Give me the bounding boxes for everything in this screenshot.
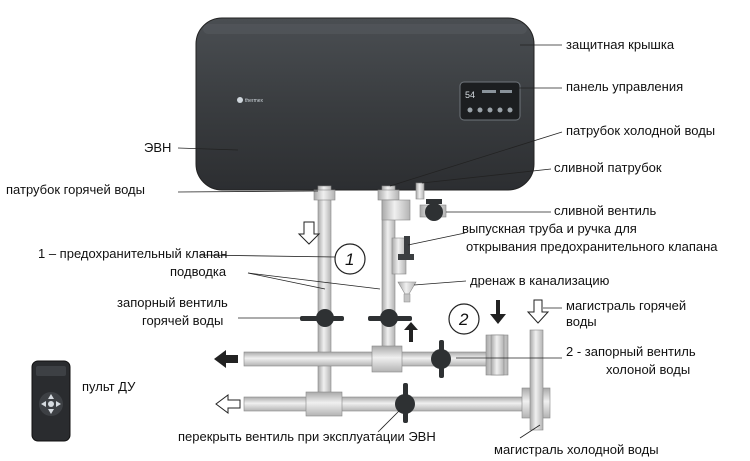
cold-main-horizontal-pipe: [243, 387, 551, 419]
drain-valve: [425, 199, 443, 221]
panel-button-icon: [497, 107, 503, 113]
marker-1-label: 1: [345, 250, 354, 269]
water-heater-tank: [195, 17, 535, 191]
control-panel-display: 54: [459, 81, 521, 121]
ok-button-icon: [48, 401, 54, 407]
label-supply: подводка: [170, 264, 227, 279]
arrow-down-icon: [48, 409, 54, 414]
flow-arrow-hot-main-down: [490, 300, 506, 324]
panel-button-icon: [467, 107, 473, 113]
hot-main-horizontal-pipe: [243, 334, 509, 376]
flow-arrow-cold-main-down: [526, 299, 550, 324]
label-hot-main-line1: магистраль горячей: [566, 298, 686, 313]
flow-arrow-cold-up: [404, 322, 418, 342]
flow-arrow-hot-out-left: [214, 350, 238, 368]
label-drain-valve: сливной вентиль: [554, 203, 657, 218]
marker-1: 1: [334, 243, 366, 275]
panel-button-icon: [507, 107, 513, 113]
label-cold-inlet: патрубок холодной воды: [566, 123, 715, 138]
label-hot-outlet: патрубок горячей воды: [6, 182, 145, 197]
label-cold-shutoff-line2: холоной воды: [606, 362, 690, 377]
label-evn: ЭВН: [144, 140, 171, 155]
arrow-up-icon: [48, 394, 54, 399]
brand-logo-text: thermex: [245, 98, 264, 104]
remote-control: [31, 360, 71, 442]
hot-shutoff-valve: [300, 309, 344, 327]
flow-arrow-hot-down: [297, 221, 321, 245]
label-drain-fitting: сливной патрубок: [554, 160, 662, 175]
drain-funnel: [397, 281, 417, 303]
arrow-left-icon: [41, 401, 46, 407]
label-cold-main: магистраль холодной воды: [494, 442, 659, 457]
panel-button-icon: [477, 107, 483, 113]
hot-water-pipe: [313, 185, 336, 405]
marker-2-label: 2: [458, 310, 469, 329]
label-close-valve: перекрыть вентиль при эксплуатации ЭВН: [178, 429, 436, 444]
arrow-right-icon: [56, 401, 61, 407]
label-sewer-drain: дренаж в канализацию: [470, 273, 610, 288]
bypass-valve: [395, 383, 415, 423]
panel-button-icon: [487, 107, 493, 113]
cold-main-vertical-pipe: [529, 329, 544, 431]
label-remote: пульт ДУ: [82, 379, 136, 394]
flow-arrow-cold-out-left: [215, 394, 241, 414]
label-hot-main-line2: воды: [566, 314, 597, 329]
display-readout: 54: [465, 90, 475, 100]
label-release-pipe-line2: открывания предохранительного клапана: [466, 239, 718, 254]
label-cover: защитная крышка: [566, 37, 675, 52]
label-hot-shutoff-line2: горячей воды: [142, 313, 223, 328]
cross-valve: [431, 340, 451, 378]
label-safety-valve: 1 – предохранительный клапан: [38, 246, 227, 261]
marker-2: 2: [448, 303, 480, 335]
safety-valve-body: [391, 236, 414, 275]
label-cold-shutoff-line1: 2 - запорный вентиль: [566, 344, 696, 359]
label-control-panel: панель управления: [566, 79, 683, 94]
cold-shutoff-valve: [368, 309, 412, 327]
label-release-pipe-line1: выпускная труба и ручка для: [462, 221, 637, 236]
leader-lines: [177, 44, 563, 439]
hot-main-vertical-pipe: [490, 334, 505, 376]
brand-logo: thermex: [237, 97, 264, 104]
label-hot-shutoff-line1: запорный вентиль: [117, 295, 228, 310]
